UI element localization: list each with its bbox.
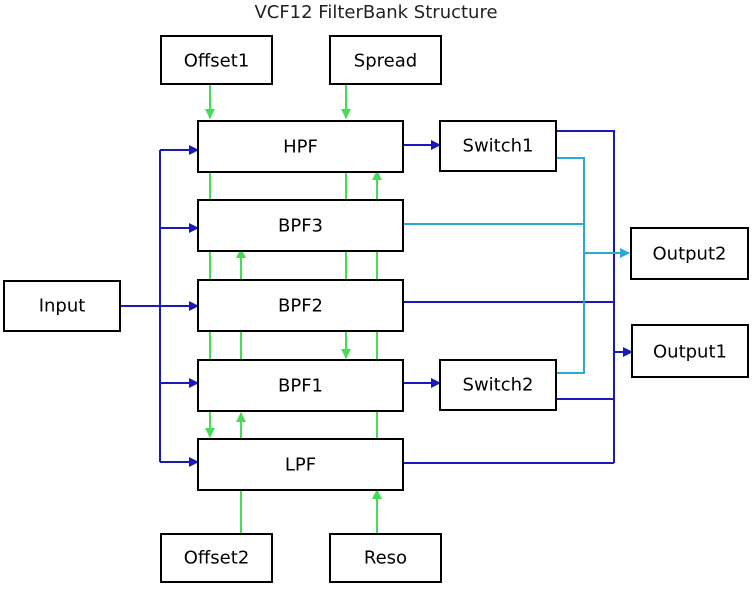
reso-label: Reso	[364, 548, 407, 569]
output2-wires	[403, 157, 630, 374]
bpf3-box: BPF3	[197, 199, 404, 252]
input-box: Input	[3, 280, 121, 332]
bpf1-label: BPF1	[278, 376, 323, 397]
output2-box: Output2	[630, 227, 749, 280]
output2-label: Output2	[653, 244, 727, 265]
spread-label: Spread	[354, 51, 417, 72]
bpf2-label: BPF2	[278, 296, 323, 317]
diagram-title: VCF12 FilterBank Structure	[254, 2, 497, 23]
spread-box: Spread	[329, 35, 442, 85]
offset2-box: Offset2	[160, 533, 273, 583]
input-fanout-wires	[120, 145, 199, 467]
output1-label: Output1	[653, 342, 727, 363]
bpf1-box: BPF1	[197, 359, 404, 412]
output1-wires	[403, 130, 633, 464]
bpf2-box: BPF2	[197, 279, 404, 332]
hpf-label: HPF	[283, 137, 318, 158]
offset2-label: Offset2	[184, 548, 250, 569]
input-label: Input	[39, 296, 86, 317]
wire-output2-bus	[556, 157, 585, 374]
offset1-label: Offset1	[184, 51, 250, 72]
switch1-label: Switch1	[463, 136, 534, 157]
lpf-label: LPF	[285, 455, 316, 476]
switch2-box: Switch2	[439, 359, 557, 411]
lpf-box: LPF	[197, 438, 404, 491]
reso-box: Reso	[329, 533, 442, 583]
switch2-label: Switch2	[463, 375, 534, 396]
output1-box: Output1	[631, 324, 749, 378]
hpf-box: HPF	[197, 120, 404, 173]
offset1-box: Offset1	[160, 35, 273, 85]
bpf3-label: BPF3	[278, 216, 323, 237]
switch1-box: Switch1	[439, 120, 557, 172]
